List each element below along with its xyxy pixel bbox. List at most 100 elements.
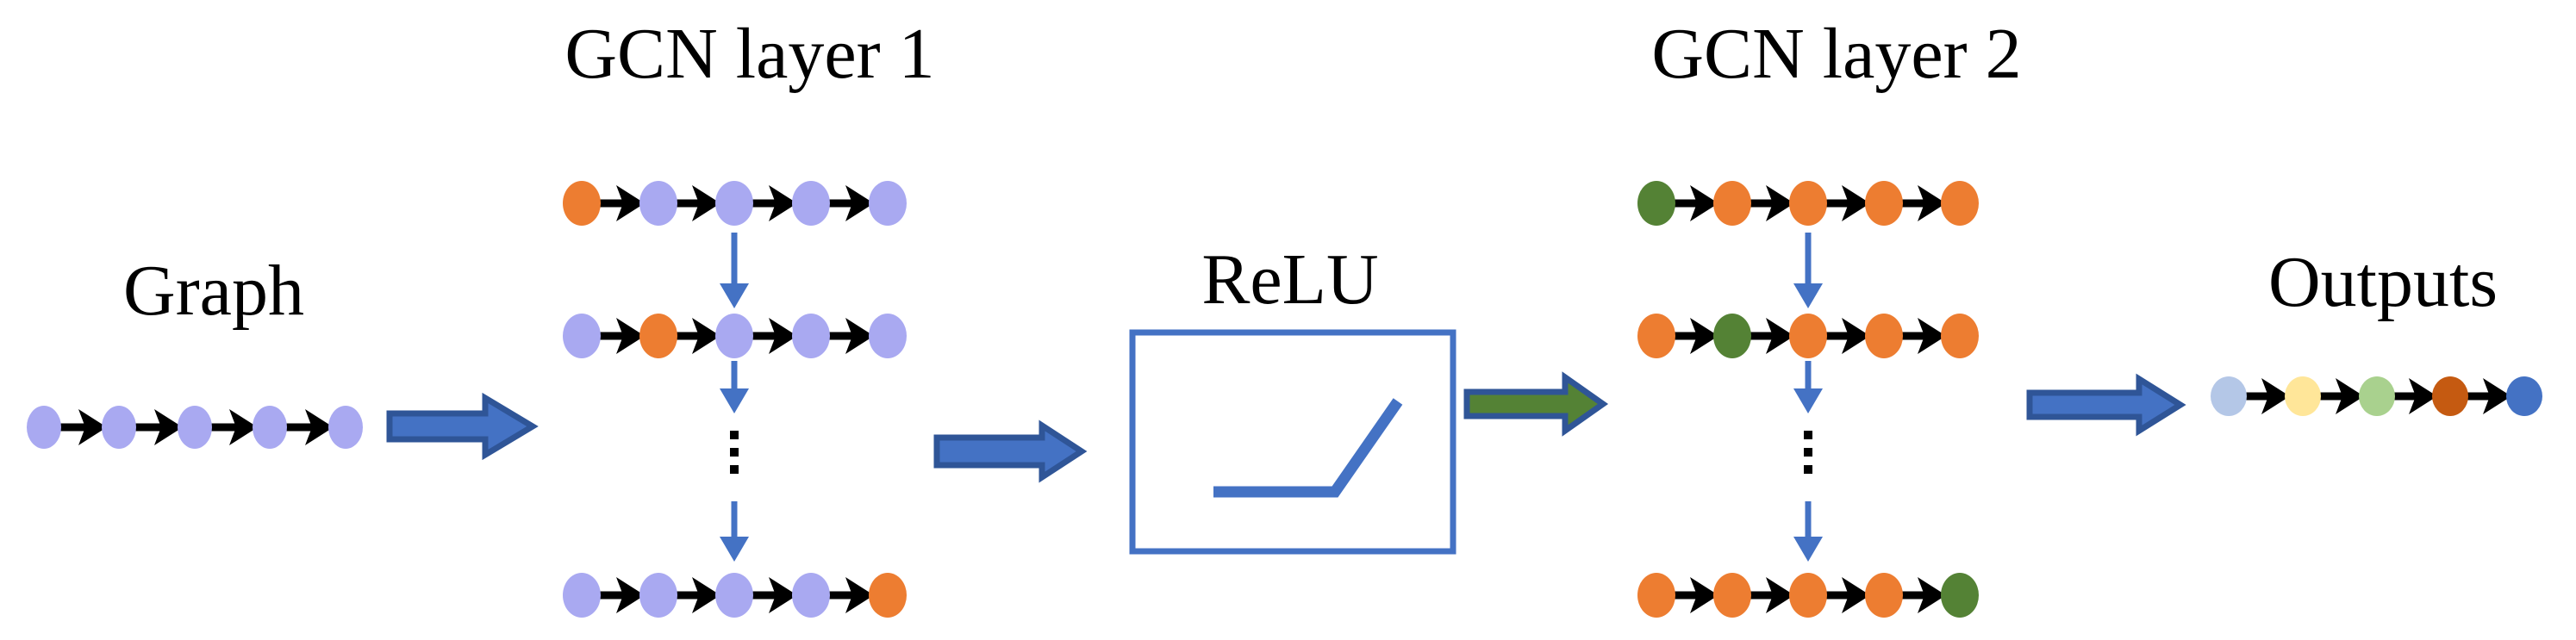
edge-arrowhead-icon bbox=[229, 409, 258, 445]
gcn-node bbox=[715, 181, 753, 226]
ellipsis-dot bbox=[730, 448, 739, 457]
gcn-layer-1-block bbox=[563, 181, 907, 618]
edge-arrowhead-icon bbox=[845, 577, 874, 613]
graph-node bbox=[102, 406, 136, 449]
ellipsis-dot bbox=[1804, 448, 1812, 457]
edge-arrowhead-icon bbox=[2261, 378, 2290, 414]
vertical-arrowhead-icon bbox=[720, 388, 749, 413]
output-node bbox=[2211, 376, 2247, 416]
gcn-layer-2-block bbox=[1637, 181, 1979, 618]
gcn-node bbox=[563, 573, 601, 618]
edge-arrowhead-icon bbox=[305, 409, 334, 445]
edge-arrowhead-icon bbox=[2336, 378, 2364, 414]
output-node bbox=[2359, 376, 2395, 416]
graph-label: Graph bbox=[123, 251, 304, 331]
edge-arrowhead-icon bbox=[1918, 185, 1946, 221]
gcn-node bbox=[1789, 314, 1827, 358]
gcn-node bbox=[563, 314, 601, 358]
outputs-chain bbox=[2211, 376, 2542, 416]
gcn-node bbox=[1637, 573, 1675, 618]
gcn-node bbox=[1865, 573, 1903, 618]
relu-curve-icon bbox=[1213, 398, 1403, 498]
edge-arrowhead-icon bbox=[78, 409, 107, 445]
edge-arrowhead-icon bbox=[769, 185, 797, 221]
edge-arrowhead-icon bbox=[616, 185, 645, 221]
gcn-node bbox=[1637, 314, 1675, 358]
output-node bbox=[2432, 376, 2468, 416]
gcn-node bbox=[639, 314, 677, 358]
edge-arrowhead-icon bbox=[1766, 318, 1794, 354]
edge-arrowhead-icon bbox=[1842, 577, 1870, 613]
ellipsis-dot bbox=[730, 431, 739, 439]
vertical-arrowhead-icon bbox=[1793, 283, 1823, 308]
gcn-node bbox=[1713, 314, 1751, 358]
gcn-node bbox=[792, 314, 830, 358]
gcn-node bbox=[1637, 181, 1675, 226]
edge-arrowhead-icon bbox=[1842, 185, 1870, 221]
block-arrow-icon bbox=[1463, 371, 1609, 437]
edge-arrowhead-icon bbox=[1918, 577, 1946, 613]
edge-arrowhead-icon bbox=[1766, 185, 1794, 221]
gcn-node bbox=[639, 181, 677, 226]
edge-arrowhead-icon bbox=[845, 185, 874, 221]
vertical-arrowhead-icon bbox=[1793, 537, 1823, 562]
edge-arrowhead-icon bbox=[845, 318, 874, 354]
output-node bbox=[2285, 376, 2321, 416]
gcn-node bbox=[869, 573, 907, 618]
edge-arrowhead-icon bbox=[692, 577, 720, 613]
edge-arrowhead-icon bbox=[154, 409, 183, 445]
gcn-node bbox=[869, 314, 907, 358]
gcn-node bbox=[1941, 573, 1979, 618]
arrow-graph-to-gcn1-icon bbox=[386, 392, 539, 461]
relu-box-frame bbox=[1129, 329, 1456, 555]
edge-arrowhead-icon bbox=[1918, 318, 1946, 354]
gcn-node bbox=[1789, 181, 1827, 226]
gcn-node bbox=[1865, 181, 1903, 226]
gcn-layer-1-label: GCN layer 1 bbox=[564, 14, 934, 94]
gcn-node bbox=[1865, 314, 1903, 358]
gcn-layer-2-label: GCN layer 2 bbox=[1651, 14, 2021, 94]
graph-input-chain bbox=[27, 406, 363, 449]
vertical-arrowhead-icon bbox=[720, 537, 749, 562]
gcn-node bbox=[1941, 314, 1979, 358]
gcn-node bbox=[715, 314, 753, 358]
ellipsis-dot bbox=[1804, 431, 1812, 439]
gcn-node bbox=[1789, 573, 1827, 618]
gcn-node bbox=[639, 573, 677, 618]
output-node bbox=[2506, 376, 2542, 416]
outputs-label: Outputs bbox=[2268, 242, 2498, 322]
ellipsis-dot bbox=[730, 465, 739, 474]
block-arrow-icon bbox=[933, 419, 1088, 483]
vertical-arrowhead-icon bbox=[720, 283, 749, 308]
relu-label: ReLU bbox=[1201, 239, 1378, 320]
gcn-node bbox=[1713, 573, 1751, 618]
edge-arrowhead-icon bbox=[2483, 378, 2511, 414]
gcn-node bbox=[563, 181, 601, 226]
graph-node bbox=[27, 406, 61, 449]
gcn-node bbox=[792, 573, 830, 618]
graph-node bbox=[178, 406, 212, 449]
relu-box bbox=[1129, 329, 1456, 555]
vertical-arrowhead-icon bbox=[1793, 388, 1823, 413]
ellipsis-dot bbox=[1804, 465, 1812, 474]
edge-arrowhead-icon bbox=[1690, 185, 1718, 221]
arrow-relu-to-gcn2-icon bbox=[1463, 371, 1609, 437]
gcn-node bbox=[869, 181, 907, 226]
edge-arrowhead-icon bbox=[692, 318, 720, 354]
edge-arrowhead-icon bbox=[1766, 577, 1794, 613]
gcn-node bbox=[1941, 181, 1979, 226]
gcn-node bbox=[715, 573, 753, 618]
edge-arrowhead-icon bbox=[769, 318, 797, 354]
edge-arrowhead-icon bbox=[616, 577, 645, 613]
edge-arrowhead-icon bbox=[692, 185, 720, 221]
edge-arrowhead-icon bbox=[1690, 577, 1718, 613]
edge-arrowhead-icon bbox=[769, 577, 797, 613]
gcn-node bbox=[792, 181, 830, 226]
edge-arrowhead-icon bbox=[1842, 318, 1870, 354]
block-arrow-icon bbox=[2026, 373, 2186, 437]
arrow-gcn1-to-relu-icon bbox=[933, 419, 1088, 483]
edge-arrowhead-icon bbox=[616, 318, 645, 354]
edge-arrowhead-icon bbox=[2409, 378, 2437, 414]
arrow-gcn2-to-outputs-icon bbox=[2026, 373, 2186, 437]
